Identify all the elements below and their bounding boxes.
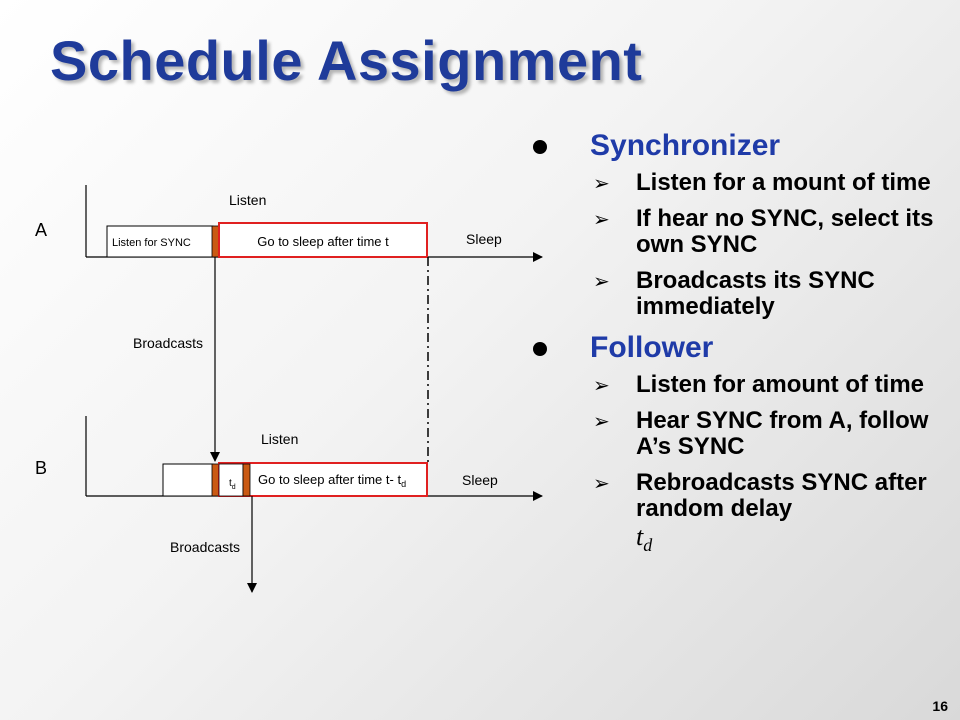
node-b-broadcast-bar: [242, 463, 251, 497]
sub-bullet-text: Broadcasts its SYNC immediately: [636, 267, 875, 320]
node-b-delay-label: td: [229, 478, 236, 491]
sub-bullet-text: If hear no SYNC, select its own SYNC: [636, 205, 934, 258]
node-a-listen-for-sync-box: [106, 225, 214, 258]
bullet-list: Synchronizer ➢ Listen for a mount of tim…: [525, 128, 945, 568]
arrow-bullet-icon: ➢: [593, 271, 610, 293]
node-b-listen-bar: [211, 463, 220, 497]
node-a-listen-for-sync-label: Listen for SYNC: [112, 237, 191, 249]
node-a-sleep-timer-box: [218, 222, 428, 258]
node-b-delay-box: [218, 463, 244, 497]
node-b-sleep-timer-label: Go to sleep after time t- td: [258, 472, 406, 489]
bullet-synchronizer: Synchronizer ➢ Listen for a mount of tim…: [525, 128, 945, 320]
node-b-timer-box: [218, 462, 428, 497]
sub-bullet-text: Listen for amount of time: [636, 371, 924, 398]
node-b-listen-label: Listen: [261, 431, 298, 447]
node-a-sleep-timer-label: Go to sleep after time t: [257, 234, 389, 249]
bullet-dot-icon: [533, 140, 547, 154]
follower-sub-list: ➢ Listen for amount of time ➢ Hear SYNC …: [590, 372, 945, 558]
slide-number: 16: [932, 698, 948, 714]
synchronizer-sub-list: ➢ Listen for a mount of time ➢ If hear n…: [590, 170, 945, 320]
sub-bullet: ➢ Hear SYNC from A, follow A’s SYNC: [588, 408, 943, 460]
node-a-broadcasts-label: Broadcasts: [133, 335, 203, 351]
sub-bullet: ➢ Listen for amount of time: [588, 372, 943, 398]
node-b-label: B: [35, 458, 47, 478]
node-a-listen-label: Listen: [229, 192, 266, 208]
node-a-label: A: [35, 220, 47, 240]
sub-bullet: ➢ Listen for a mount of time: [588, 170, 943, 196]
node-a-listen-bar: [211, 225, 220, 258]
sub-bullet-text-main: Rebroadcasts SYNC after random delay: [636, 469, 927, 522]
sub-bullet: ➢ Broadcasts its SYNC immediately: [588, 268, 943, 320]
follower-heading: Follower: [590, 331, 714, 364]
sub-bullet-text: Hear SYNC from A, follow A’s SYNC: [636, 407, 929, 460]
node-b-listen-box: [162, 463, 214, 497]
sub-bullet: ➢ Rebroadcasts SYNC after random delay t…: [588, 470, 943, 558]
arrow-bullet-icon: ➢: [593, 473, 610, 495]
sub-bullet-text: Rebroadcasts SYNC after random delay td: [636, 470, 943, 558]
arrow-bullet-icon: ➢: [593, 173, 610, 195]
sub-bullet-text: Listen for a mount of time: [636, 169, 931, 196]
arrow-bullet-icon: ➢: [593, 411, 610, 433]
sub-bullet: ➢ If hear no SYNC, select its own SYNC: [588, 206, 943, 258]
slide-title: Schedule Assignment: [50, 29, 643, 92]
bullet-dot-icon: [533, 342, 547, 356]
node-b-broadcasts-label: Broadcasts: [170, 539, 240, 555]
arrow-bullet-icon: ➢: [593, 209, 610, 231]
node-a-sleep-label: Sleep: [466, 231, 502, 247]
synchronizer-heading: Synchronizer: [590, 129, 781, 162]
bullet-follower: Follower ➢ Listen for amount of time ➢ H…: [525, 330, 945, 558]
td-symbol: td: [636, 522, 653, 556]
schedule-timing-diagram: A Listen for SYNC Go to sleep after time…: [35, 185, 543, 593]
node-b-sleep-label: Sleep: [462, 472, 498, 488]
arrow-bullet-icon: ➢: [593, 375, 610, 397]
